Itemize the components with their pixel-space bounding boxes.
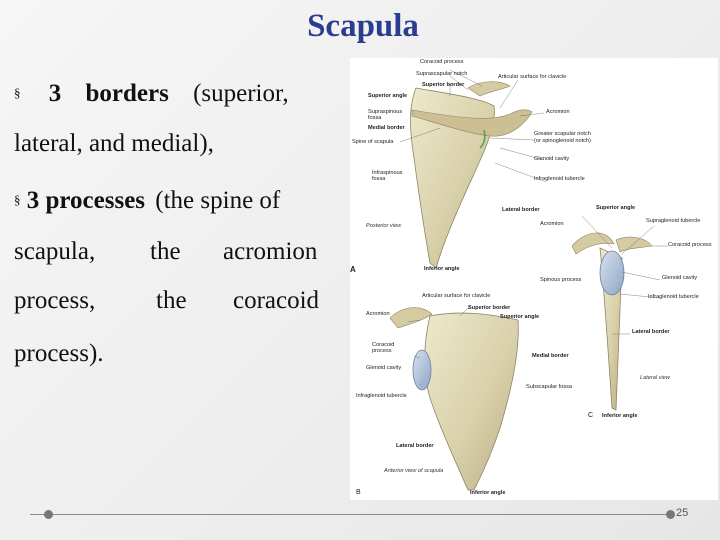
label-glenoid-cavity-lateral: Glenoid cavity (662, 275, 698, 281)
label-greater-scapular-notch: Greater scapular notch (534, 131, 591, 137)
label-superior-border-anterior: Superior border (468, 305, 511, 311)
label-coracoid-process-anterior: Coracoid process (372, 342, 395, 354)
label-superior-angle: Superior angle (368, 93, 408, 99)
label-coracoid-process: Coracoid process (420, 59, 464, 65)
panel-label-b: B (356, 489, 361, 496)
text-word: scapula, (14, 238, 96, 265)
label-spinoglenoid-notch: (or spinoglenoid notch) (534, 138, 591, 144)
text-word: the (150, 238, 181, 265)
page-number: 25 (676, 507, 689, 519)
label-coracoid-process-lateral: Coracoid process (668, 242, 712, 248)
label-spinous-process: Spinous process (540, 277, 582, 283)
footer-rule-left (30, 514, 670, 515)
lateral-glenoid (599, 250, 625, 296)
label-infraglenoid-tubercle-anterior: Infraglenoid tubercle (356, 393, 407, 399)
scapula-illustration (389, 69, 668, 491)
text-line-6: process). (14, 340, 104, 367)
text-word: coracoid (233, 287, 320, 314)
label-anterior-view: Anterior view of scapula (384, 468, 444, 474)
label-infraglenoid-tubercle-lateral: Infraglenoid tubercle (648, 294, 699, 300)
processes-bold: 3 processes (26, 187, 146, 214)
label-articular-surface-clavicle-anterior: Articular surface for clavicle (422, 293, 491, 299)
notch-marker (479, 129, 486, 149)
label-acromion-lateral: Acromion (540, 221, 564, 227)
text-word: process, (14, 287, 96, 314)
anterior-glenoid (412, 349, 432, 391)
text-word: acromion (223, 238, 318, 265)
text-line-2: lateral, and medial), (14, 130, 214, 157)
label-lateral-view: Lateral view (640, 375, 670, 381)
label-supraglenoid-tubercle: Supraglenoid tubercle (646, 218, 701, 224)
borders-count: 3 (48, 80, 62, 107)
label-glenoid-cavity-anterior: Glenoid cavity (366, 365, 402, 371)
label-infraspinous-fossa: Infraspinous fossa (372, 170, 403, 182)
processes-rest: (the spine of (155, 187, 281, 214)
anterior-acromion (389, 307, 433, 329)
label-supraspinous-fossa: Supraspinous fossa (368, 109, 403, 121)
label-superior-angle-lateral: Superior angle (596, 205, 636, 211)
label-suprascapular-notch: Suprascapular notch (416, 71, 468, 77)
label-inferior-angle: Inferior angle (424, 266, 460, 272)
posterior-spine (411, 109, 533, 137)
label-acromion: Acromion (546, 109, 570, 115)
slide-title: Scapula (307, 8, 419, 44)
posterior-coracoid (467, 81, 511, 97)
label-acromion-anterior: Acromion (366, 311, 390, 317)
label-infraglenoid-tubercle: Infraglenoid tubercle (534, 176, 585, 182)
label-subscapular-fossa: Subscapular fossa (526, 384, 573, 390)
label-glenoid-cavity: Glenoid cavity (534, 156, 570, 162)
label-medial-border-anterior: Medial border (532, 353, 569, 359)
label-spine-of-scapula: Spine of scapula (352, 139, 394, 145)
label-lateral-border-anterior: Lateral border (396, 443, 434, 449)
label-inferior-angle-anterior: Inferior angle (470, 490, 506, 496)
anterior-scapula (424, 312, 519, 491)
bullet-line-1: § 3 borders (superior, (14, 80, 289, 108)
text-word: the (156, 287, 187, 314)
label-articular-surface-clavicle: Articular surface for clavicle (498, 74, 567, 80)
borders-word: borders (85, 80, 169, 107)
bullet-line-3: § 3 processes (the spine of (14, 187, 280, 215)
panel-label-c: C (588, 412, 594, 419)
borders-rest: (superior, (193, 80, 289, 107)
bullet-marker: § (14, 192, 21, 207)
label-lateral-border-lateral: Lateral border (632, 329, 670, 335)
footer-dot-right (666, 510, 675, 519)
label-lateral-border: Lateral border (502, 207, 540, 213)
footer-dot-left (44, 510, 53, 519)
lateral-acromion (571, 232, 615, 255)
lateral-coracoid (615, 236, 653, 253)
bullet-marker: § (14, 85, 21, 100)
label-inferior-angle-lateral: Inferior angle (602, 413, 638, 419)
label-superior-border: Superior border (422, 82, 465, 88)
scapula-figure: Coracoid process Suprascapular notch Sup… (350, 58, 718, 500)
label-medial-border: Medial border (368, 125, 405, 131)
label-posterior-view: Posterior view (366, 223, 402, 229)
panel-label-a: A (350, 265, 356, 274)
leader-lines (399, 69, 668, 387)
label-superior-angle-anterior: Superior angle (500, 314, 540, 320)
